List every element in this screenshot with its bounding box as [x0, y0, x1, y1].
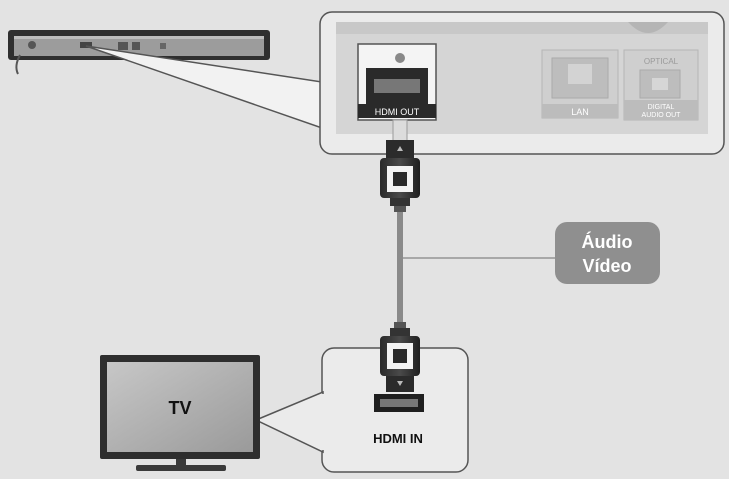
- audio-out-label: AUDIO OUT: [642, 112, 682, 119]
- signal-badge: Áudio Vídeo: [555, 222, 660, 284]
- tv-callout-pointer: [254, 390, 324, 454]
- hdmi-out-label: HDMI OUT: [375, 107, 420, 117]
- player-device: [8, 30, 270, 75]
- signal-badge-audio: Áudio: [582, 231, 633, 252]
- tv-label: TV: [168, 398, 191, 418]
- rear-panel-zoom: HDMI OUT LAN OPTICAL DIGITAL AUDIO OUT: [319, 11, 725, 155]
- hdmi-plug-bottom: [380, 322, 420, 392]
- hdmi-in-label: HDMI IN: [373, 431, 423, 446]
- tv-device: [100, 355, 260, 471]
- hdmi-plug-top: [380, 140, 420, 212]
- hdmi-cable: [392, 119, 408, 332]
- hdmi-in-port: [374, 394, 424, 412]
- signal-badge-video: Vídeo: [582, 256, 631, 276]
- optical-port: [623, 49, 699, 121]
- lan-label: LAN: [571, 107, 589, 117]
- digital-label: DIGITAL: [648, 104, 675, 111]
- optical-label: OPTICAL: [644, 57, 679, 66]
- signal-badge-bg: [555, 222, 660, 284]
- hdmi-out-port: [357, 43, 437, 121]
- lan-port: [541, 49, 619, 119]
